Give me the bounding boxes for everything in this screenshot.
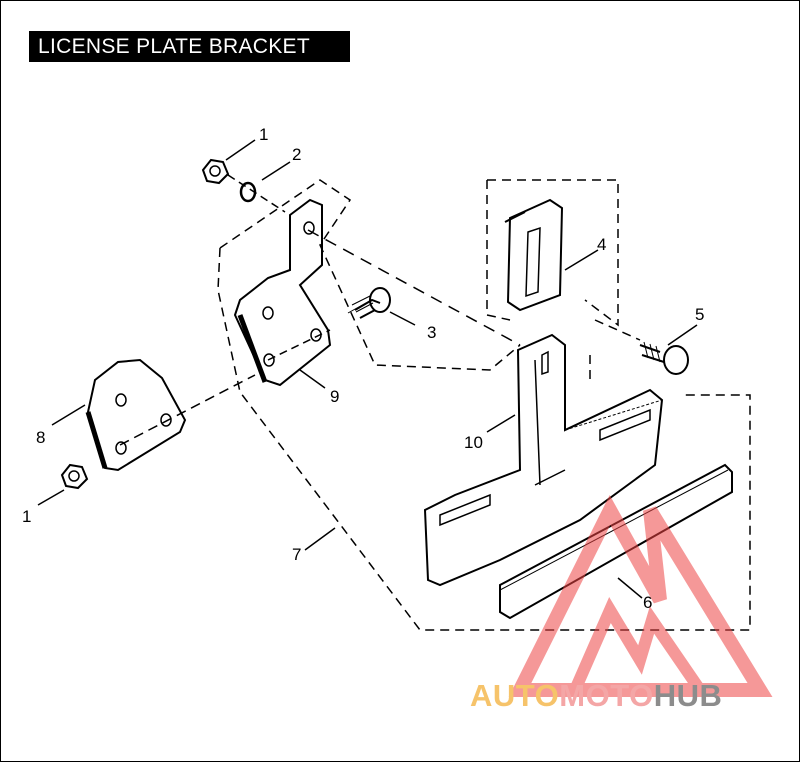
callout-6: 6 [643,593,652,612]
clip-4 [506,198,564,312]
pad-6 [499,463,733,620]
callout-10: 10 [464,433,483,452]
nut-1-top [201,158,230,185]
watermark-logo [508,494,773,697]
callout-4: 4 [597,235,606,254]
callout-2: 2 [292,145,301,164]
callout-8: 8 [36,428,45,447]
callout-7: 7 [292,545,301,564]
callout-3: 3 [427,323,436,342]
callout-5: 5 [695,305,704,324]
plate-bracket-10 [423,333,664,587]
watermark-hub: HUB [653,678,723,713]
callout-1-top: 1 [259,125,268,144]
bolt-5 [639,344,665,363]
bracket-9 [233,198,332,387]
callout-1-bottom: 1 [22,507,31,526]
screw-3 [354,298,381,319]
group-4-outline [486,179,619,327]
callout-9: 9 [330,387,339,406]
group-7-outline [217,179,751,631]
watermark-text: AUTOMOTOHUB [470,678,722,714]
watermark-auto: AUTO [470,678,560,713]
nut-1-bottom [60,463,89,490]
watermark-moto: MOTO [559,678,654,713]
diagram-title: LICENSE PLATE BRACKET [29,31,350,62]
